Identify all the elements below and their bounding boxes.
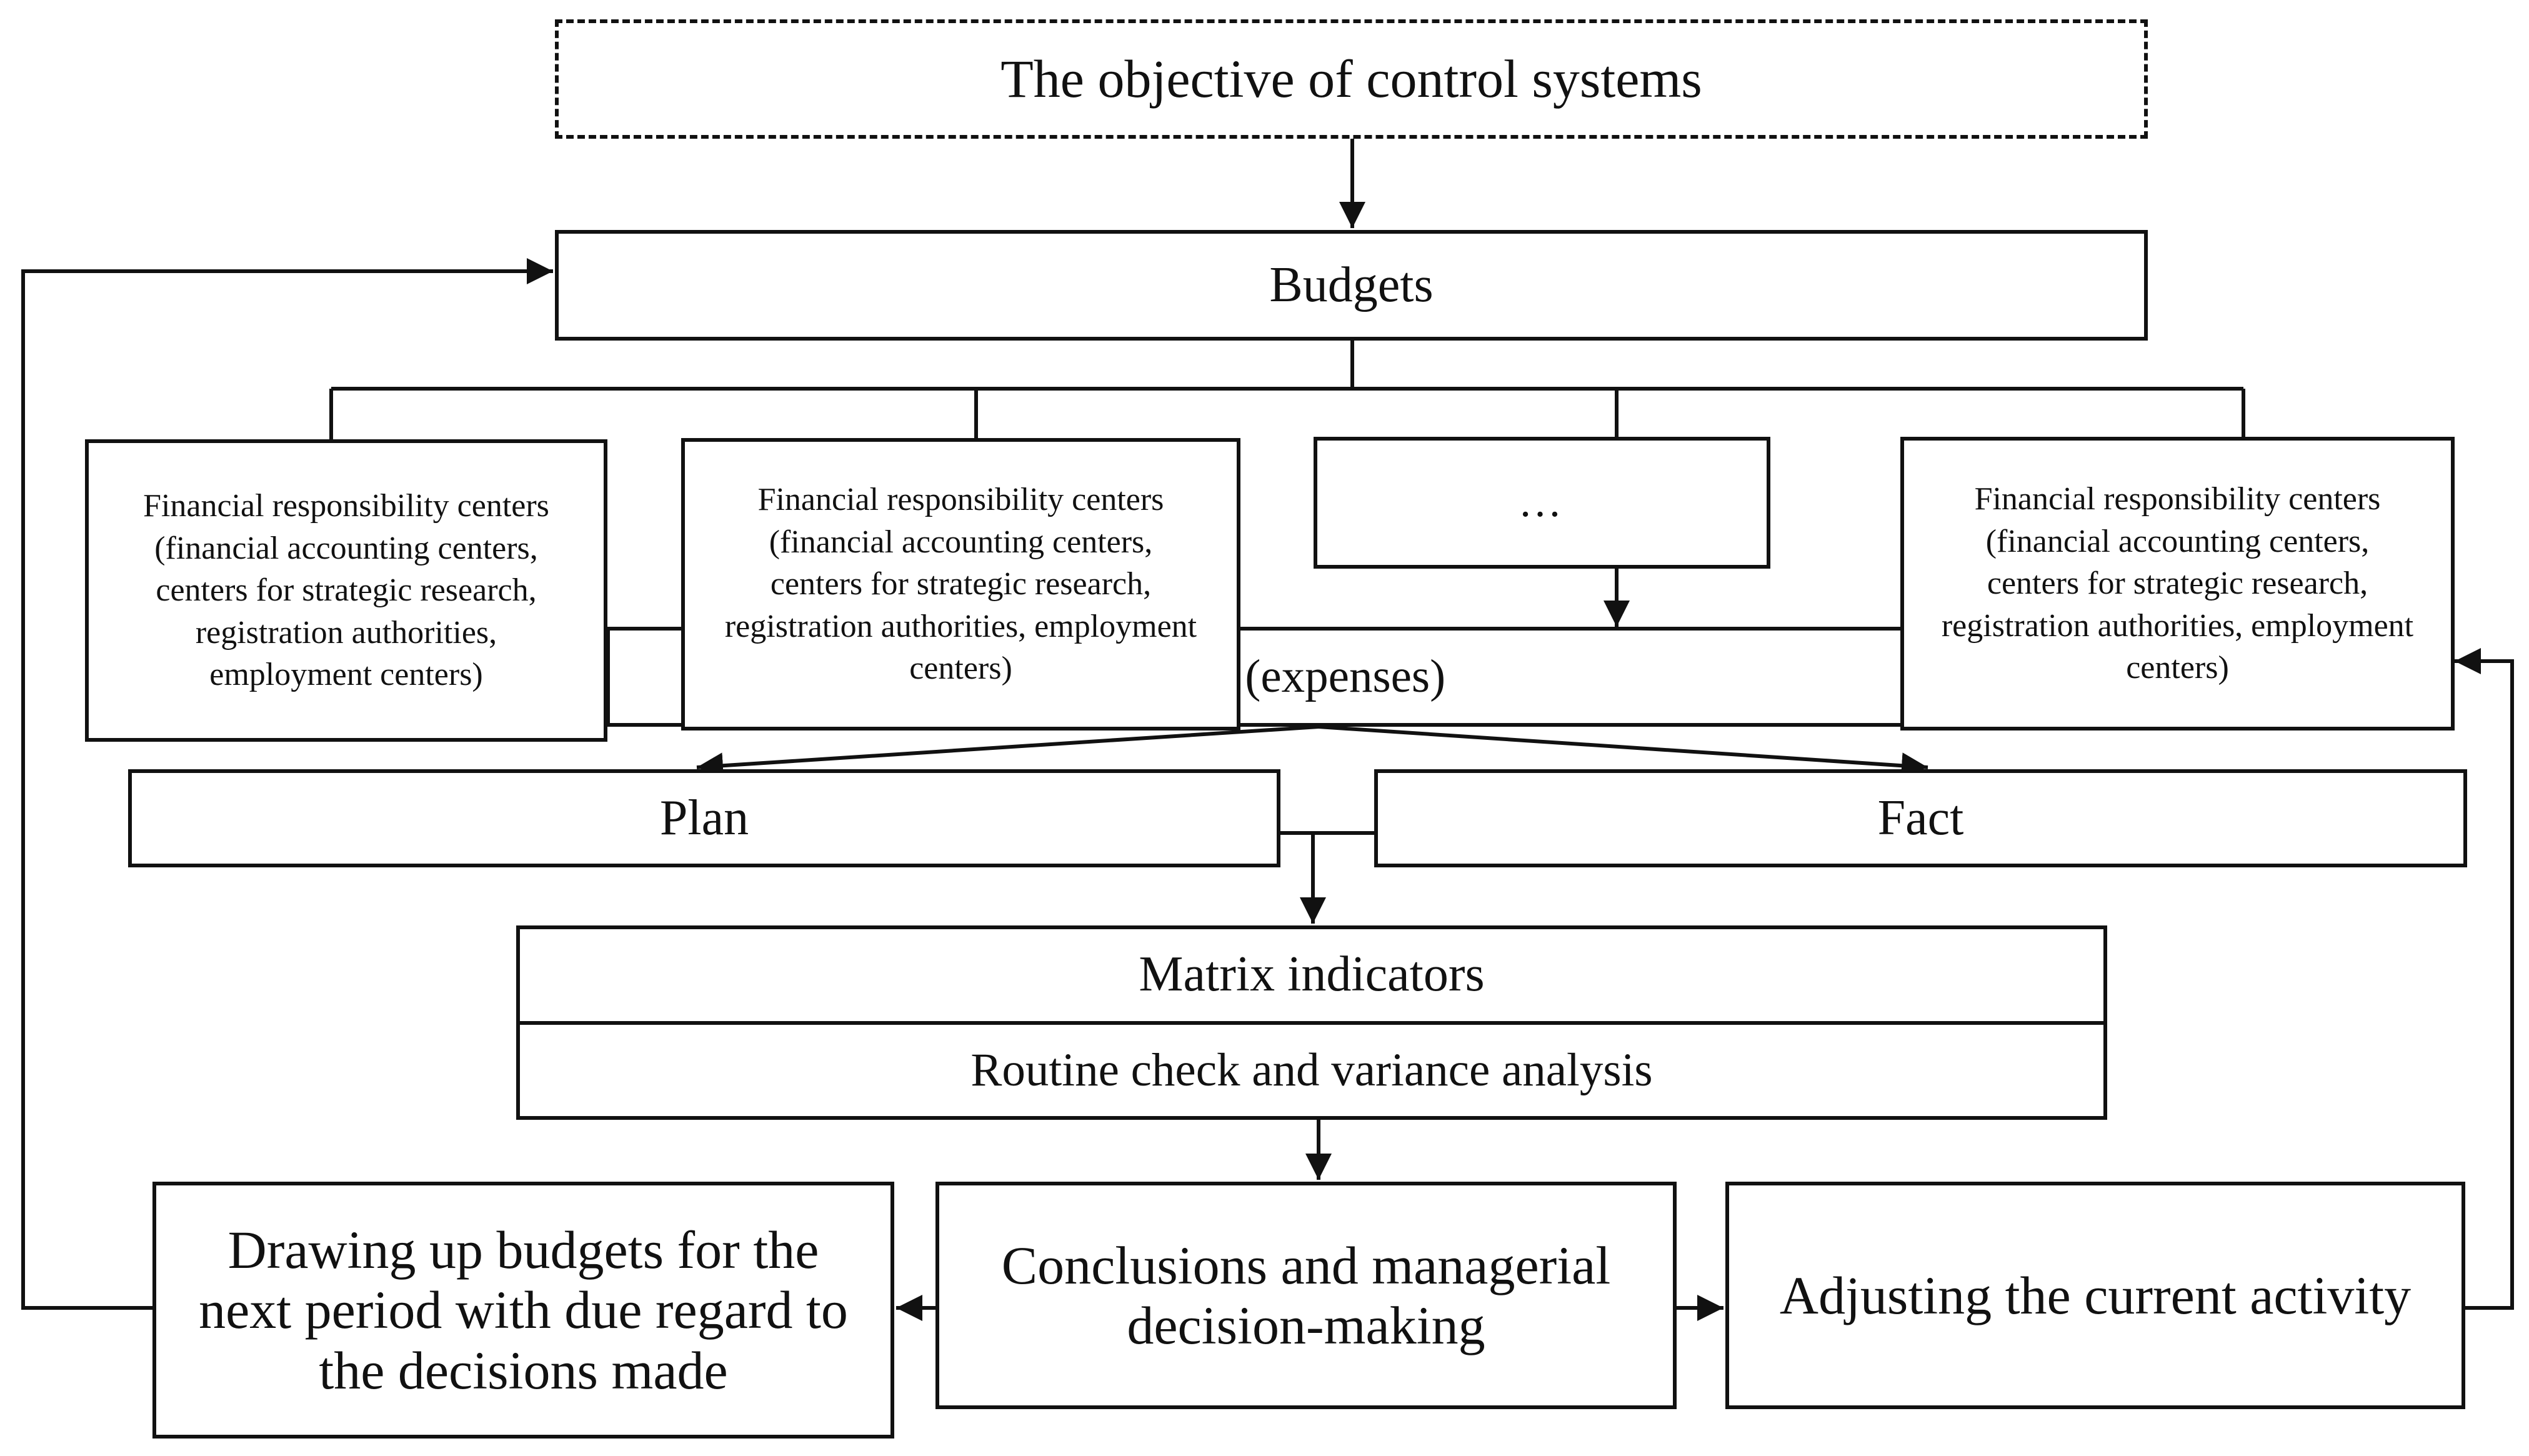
feedback-drawing-to-budgets — [21, 258, 553, 1310]
matrix-indicators-text: Matrix indicators — [1139, 947, 1485, 1002]
objective-box: The objective of control systems — [555, 19, 2148, 139]
responsibility-center-4-text: Financial responsibility centers (financ… — [1941, 481, 2414, 686]
drawing-up-budgets-text: Drawing up budgets for the next period w… — [199, 1220, 848, 1400]
variance-analysis-cell: Routine check and variance analysis — [520, 1020, 2103, 1117]
adjusting-activity-text: Adjusting the current activity — [1779, 1265, 2412, 1325]
ellipsis-text: … — [1518, 478, 1566, 527]
drawing-up-budgets-box: Drawing up budgets for the next period w… — [152, 1182, 894, 1439]
variance-analysis-text: Routine check and variance analysis — [970, 1044, 1653, 1096]
objective-text: The objective of control systems — [1000, 49, 1702, 109]
plan-text: Plan — [659, 790, 749, 845]
responsibility-center-2: Financial responsibility centers (financ… — [681, 438, 1240, 730]
conclusions-box: Conclusions and managerial decision-maki… — [935, 1182, 1677, 1409]
arrow-costs-to-fact — [1318, 725, 1928, 779]
conclusions-text: Conclusions and managerial decision-maki… — [1001, 1235, 1611, 1355]
responsibility-center-4: Financial responsibility centers (financ… — [1900, 437, 2455, 730]
fact-text: Fact — [1877, 790, 1964, 845]
responsibility-center-1: Financial responsibility centers (financ… — [85, 439, 607, 742]
responsibility-center-2-text: Financial responsibility centers (financ… — [724, 482, 1197, 687]
fact-box: Fact — [1374, 769, 2467, 867]
feedback-adjusting-to-center-4 — [2455, 648, 2514, 1310]
budgets-text: Budgets — [1269, 257, 1434, 312]
matrix-indicators-cell: Matrix indicators — [520, 929, 2103, 1021]
responsibility-center-1-text: Financial responsibility centers (financ… — [143, 488, 549, 693]
ellipsis-box: … — [1314, 437, 1770, 569]
adjusting-activity-box: Adjusting the current activity — [1725, 1182, 2465, 1409]
matrix-box: Matrix indicators Routine check and vari… — [516, 925, 2107, 1120]
budgets-box: Budgets — [555, 230, 2148, 341]
arrow-costs-to-plan — [696, 725, 1319, 779]
plan-box: Plan — [128, 769, 1280, 867]
